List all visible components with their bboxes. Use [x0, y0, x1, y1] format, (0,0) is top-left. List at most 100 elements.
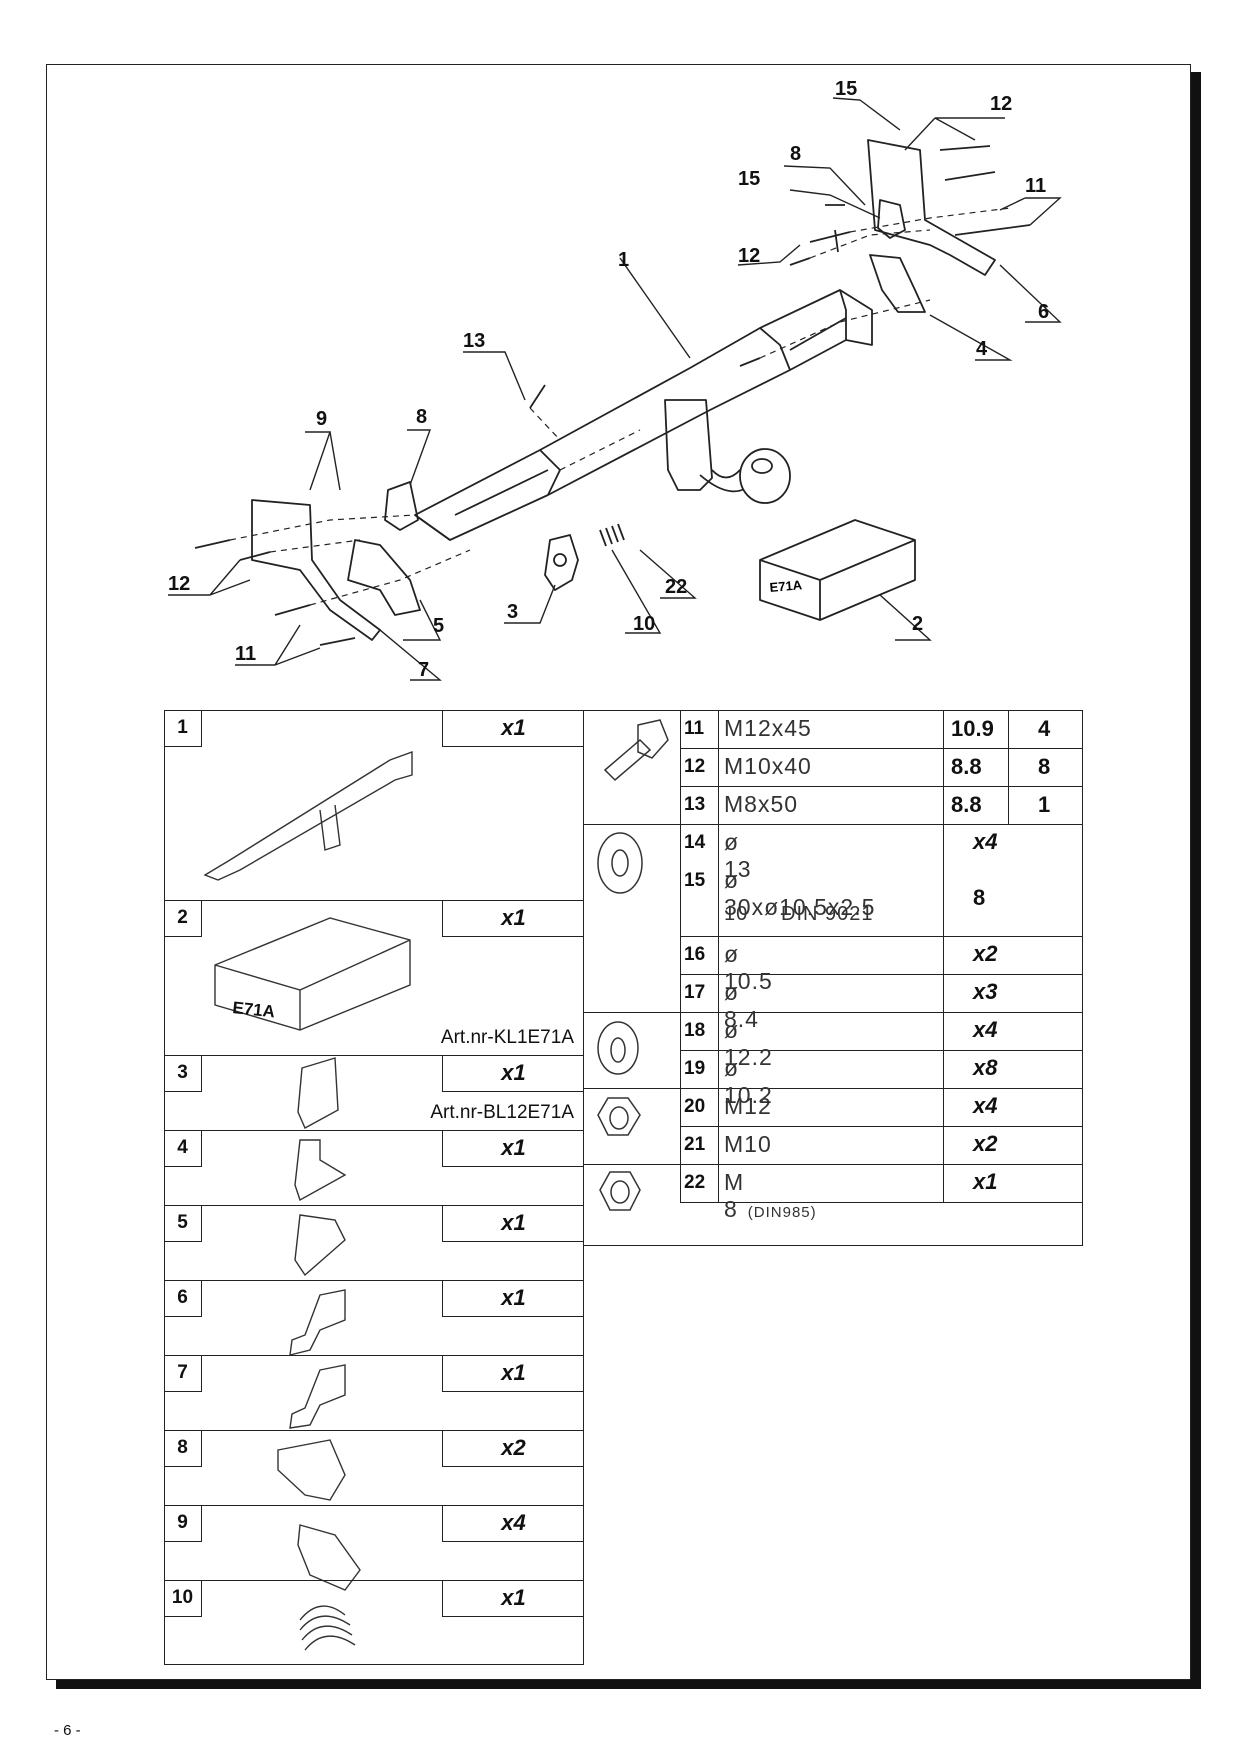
row-divider [164, 1130, 584, 1131]
part-number: 7 [164, 1355, 202, 1392]
row-divider [680, 748, 1083, 749]
hardware-description: M8x50 [724, 791, 799, 817]
hardware-number: 17 [684, 982, 706, 1003]
part-quantity: x1 [442, 1580, 584, 1617]
row-divider [164, 1055, 584, 1056]
page-shadow-right [1191, 72, 1201, 1686]
hardware-grade: 8.8 [951, 754, 982, 779]
callout-label-8b: 8 [416, 406, 427, 428]
hardware-quantity: 1 [1038, 792, 1051, 817]
callout-label-13: 13 [463, 330, 485, 352]
left-bracket-7 [251, 499, 381, 641]
part-quantity: x1 [442, 1355, 584, 1392]
callout-label-12c: 12 [168, 573, 190, 595]
callout-label-8a: 8 [790, 143, 801, 165]
hardware-number: 16 [684, 944, 706, 965]
part-number: 6 [164, 1280, 202, 1317]
row-divider [164, 1280, 584, 1281]
column-divider [1008, 710, 1009, 824]
hardware-quantity: x8 [973, 1055, 998, 1080]
callout-label-12a: 12 [990, 93, 1012, 115]
row-divider [680, 1088, 1083, 1089]
part-number: 3 [164, 1055, 202, 1092]
icon-divider [583, 1088, 680, 1089]
hardware-description: M12 [724, 1093, 772, 1119]
callout-label-3: 3 [507, 601, 518, 623]
right-bracket-4 [869, 254, 926, 313]
column-divider [680, 710, 681, 1202]
hardware-description: ø 10.2 [724, 1055, 773, 1108]
hardware-table [583, 710, 1083, 1246]
icon-divider [583, 824, 680, 825]
callout-label-5: 5 [433, 615, 444, 637]
row-divider [680, 786, 1083, 787]
callout-label-2: 2 [912, 613, 923, 635]
hardware-number: 14 [684, 832, 706, 853]
row-divider [680, 1126, 1083, 1127]
hardware-quantity: x1 [973, 1169, 998, 1194]
callout-label-1: 1 [618, 249, 629, 271]
hardware-quantity: x3 [973, 979, 998, 1004]
row-divider [164, 1505, 584, 1506]
hardware-quantity: 4 [1038, 716, 1051, 741]
hardware-number: 22 [684, 1172, 706, 1193]
hardware-description: M12x45 [724, 715, 812, 741]
row-divider [164, 900, 584, 901]
part-number: 2 [164, 900, 202, 937]
hardware-description: ø 30xø10.5x2.5 [724, 867, 876, 920]
tow-ball [739, 448, 791, 504]
callout-label-15b: 15 [738, 168, 760, 190]
callout-label-9: 9 [316, 408, 327, 430]
electrical-kit-box [759, 519, 916, 621]
callout-label-11b: 11 [235, 643, 256, 665]
part-quantity: x1 [442, 710, 584, 747]
article-number: Art.nr-BL12E71A [430, 1102, 574, 1123]
exploded-assembly-diagram: 1 2 3 4 5 6 7 8 8 9 10 11 11 12 12 12 13… [168, 78, 1062, 681]
hardware-description: ø 12.2 [724, 1017, 773, 1070]
part-number: 4 [164, 1130, 202, 1167]
callout-label-10: 10 [633, 613, 655, 635]
hardware-grade: 10.9 [951, 716, 994, 741]
hardware-description: M10 [724, 1131, 772, 1157]
hardware-description: ø 8.4 [724, 979, 759, 1032]
column-divider [943, 710, 944, 1202]
towbar-crossbar [414, 289, 873, 541]
row-divider [164, 1205, 584, 1206]
hardware-number: 15 [684, 870, 706, 891]
page-shadow-bottom [56, 1680, 1201, 1689]
hardware-description: ø 13 [724, 829, 752, 882]
hardware-grade: 8.8 [951, 792, 982, 817]
article-number: Art.nr-KL1E71A [440, 1027, 574, 1048]
row-divider [680, 1050, 1083, 1051]
part-number: 1 [164, 710, 202, 747]
hardware-quantity: x4 [973, 1093, 998, 1118]
callout-label-7: 7 [418, 659, 429, 681]
row-divider [164, 1430, 584, 1431]
callout-label-22: 22 [665, 576, 687, 598]
box-label: E71A [769, 577, 803, 595]
part-number: 10 [164, 1580, 202, 1617]
column-divider [718, 710, 719, 1202]
hardware-number: 19 [684, 1058, 706, 1079]
part-number: 9 [164, 1505, 202, 1542]
tow-ball-neck [664, 399, 713, 491]
hardware-quantity: x2 [973, 1131, 998, 1156]
socket-plate [544, 534, 579, 591]
callout-label-6: 6 [1038, 301, 1049, 323]
row-divider [680, 824, 1083, 825]
parts-list-table [164, 710, 584, 1665]
row-divider [164, 1355, 584, 1356]
part-quantity: x4 [442, 1505, 584, 1542]
callout-label-12b: 12 [738, 245, 760, 267]
left-bracket-5 [347, 539, 421, 616]
callout-label-11a: 11 [1025, 175, 1046, 197]
hardware-number: 12 [684, 756, 706, 777]
part-number: 5 [164, 1205, 202, 1242]
row-divider [680, 936, 1083, 937]
part-quantity: x1 [442, 900, 584, 937]
row-divider [164, 1580, 584, 1581]
page-number: - 6 - [54, 1722, 81, 1739]
hardware-description: M 8(DIN985) [724, 1169, 817, 1222]
hardware-description: ø 10.5 [724, 941, 773, 994]
part-number: 8 [164, 1430, 202, 1467]
